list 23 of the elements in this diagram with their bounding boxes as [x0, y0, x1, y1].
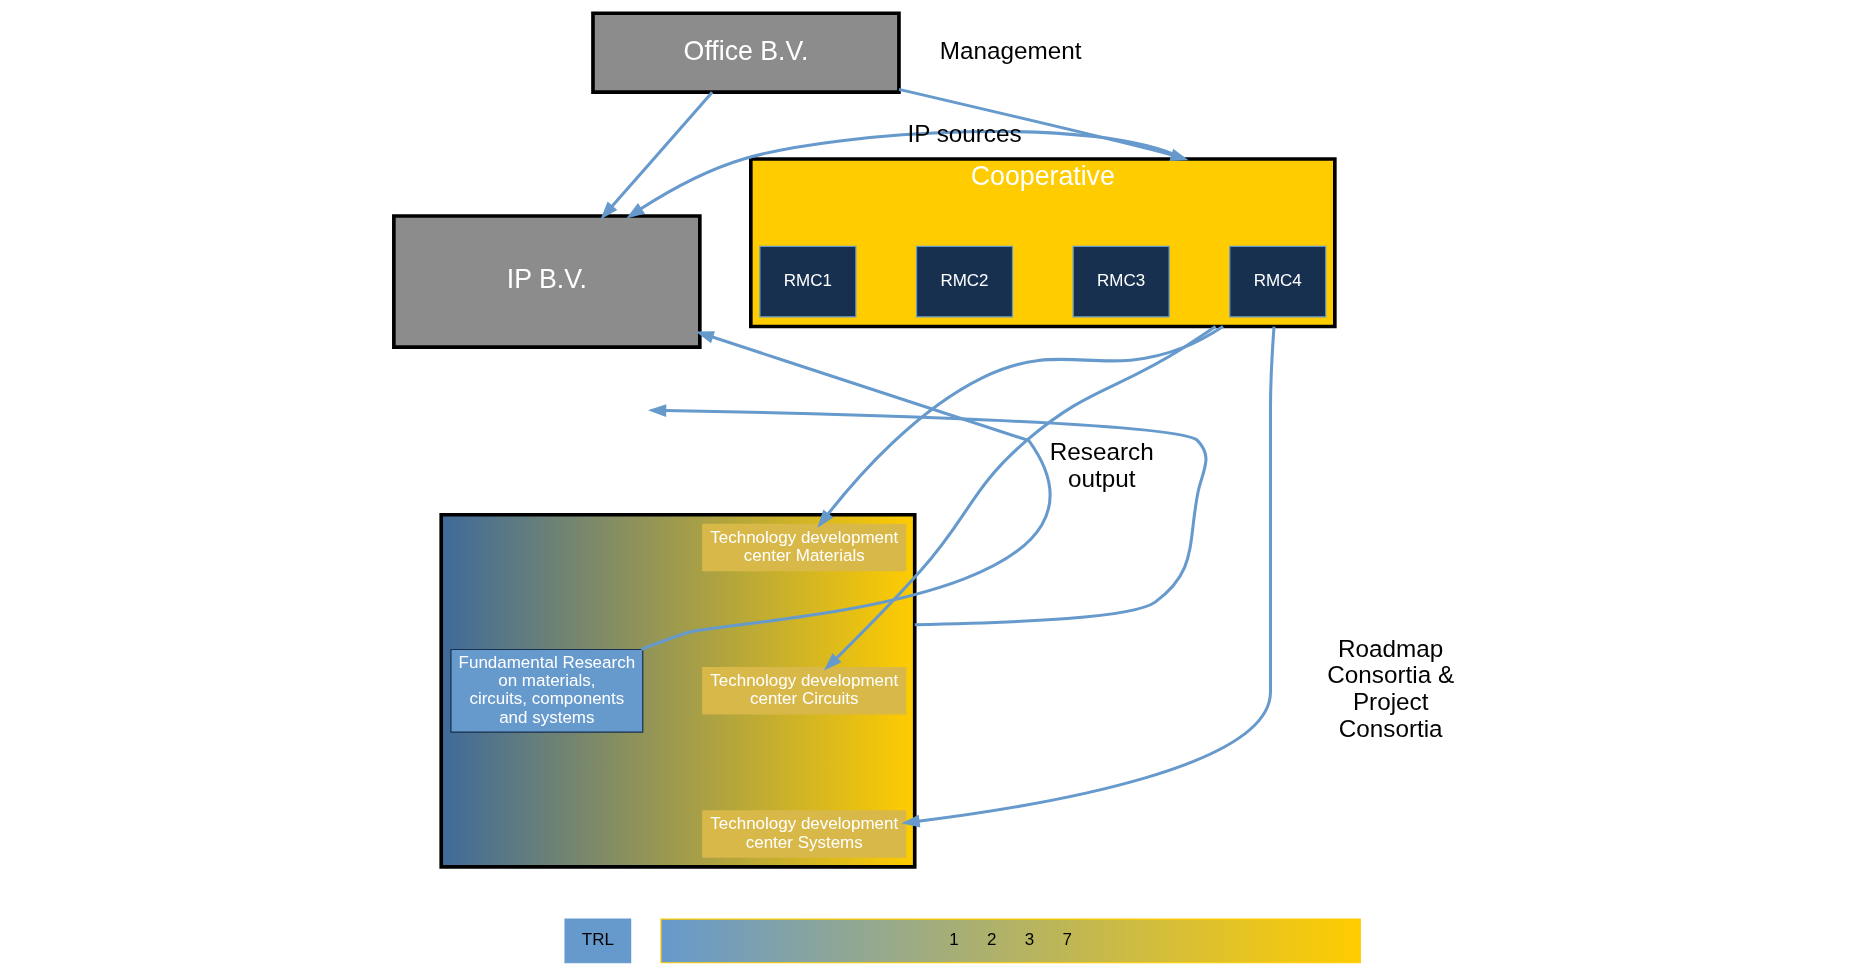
node-box: RMC4 — [1229, 245, 1327, 318]
edge-label: Research output — [1049, 438, 1154, 492]
node-box: IP B.V. — [392, 214, 702, 349]
node-box: Technology development center Circuits — [702, 667, 907, 715]
arrow — [640, 331, 1050, 651]
node-box: 1 2 3 7 — [660, 918, 1361, 964]
arrow — [901, 326, 1276, 828]
arrow — [600, 91, 714, 220]
node-box: Fundamental Research on materials, circuits, components and systems — [450, 648, 644, 733]
arrow — [647, 404, 1208, 627]
cluster — [439, 512, 917, 869]
node-box: Technology development center Systems — [702, 810, 907, 858]
node-box: Technology development center Materials — [702, 523, 907, 572]
arrow — [626, 130, 1185, 219]
arrow — [823, 325, 1217, 671]
node-box: TRL — [564, 918, 632, 964]
node-box: Office B.V. — [591, 11, 901, 94]
node-box: RMC3 — [1072, 245, 1170, 318]
node-box: RMC2 — [915, 245, 1014, 318]
arrow — [817, 325, 1224, 528]
node-box: RMC1 — [759, 245, 857, 318]
label: Management — [939, 36, 1082, 64]
label: Roadmap Consortia & Project Consortia — [1327, 634, 1455, 742]
